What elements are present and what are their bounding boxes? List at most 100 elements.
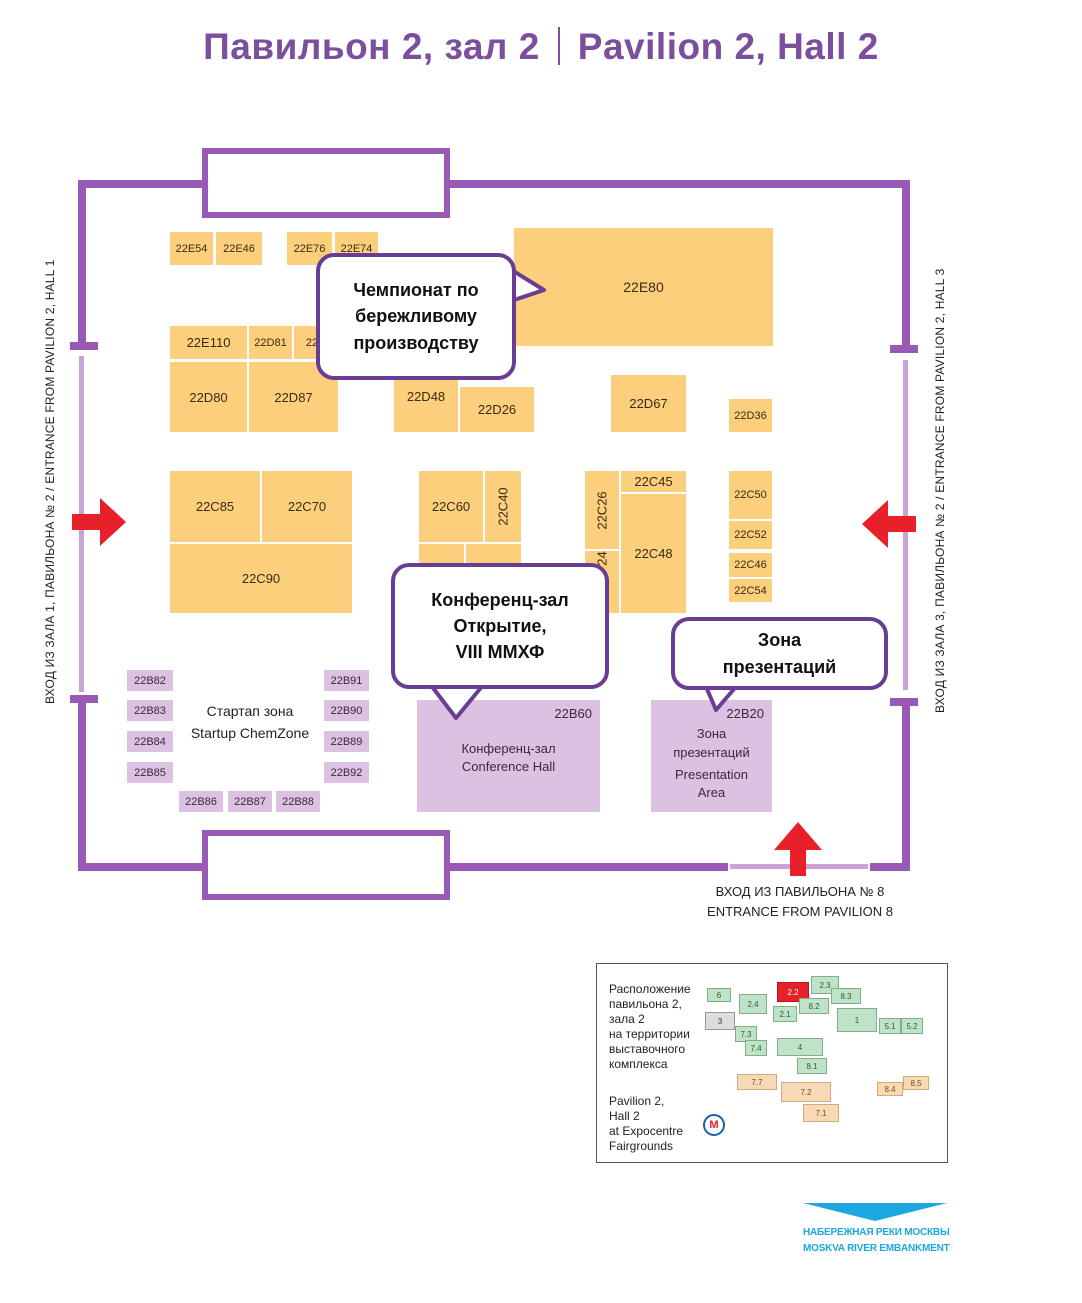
entrance-arrow-bottom-icon <box>774 822 822 876</box>
inset-text-ru: Расположение павильона 2, зала 2 на терр… <box>609 982 691 1071</box>
stand-22E46[interactable]: 22E46 <box>215 231 263 266</box>
inset-building-2-1: 2.1 <box>773 1006 797 1022</box>
wall-top-right <box>446 180 910 188</box>
conference-hall-ru: Конференц-зал <box>461 741 556 756</box>
stand-22E110[interactable]: 22E110 <box>169 325 248 360</box>
stand-22E80[interactable]: 22E80 <box>513 227 774 347</box>
presentation-area-ru: Зона презентаций <box>673 726 750 760</box>
wall-bottom-right <box>870 863 910 871</box>
title-en: Pavilion 2, Hall 2 <box>577 26 879 67</box>
inset-building-1: 1 <box>837 1008 877 1032</box>
stand-22C48[interactable]: 22C48 <box>620 493 687 614</box>
callout-conference-text: Конференц-зал Открытие, VIII ММХФ <box>431 589 569 663</box>
title-separator <box>557 27 560 65</box>
conference-hall-22B60[interactable]: 22B60 Конференц-зал Conference Hall <box>417 700 600 812</box>
stand-22B86[interactable]: 22B86 <box>178 790 224 813</box>
page-title: Павильон 2, зал 2 Pavilion 2, Hall 2 <box>0 26 1082 68</box>
wall-right-cap-upper <box>890 345 918 353</box>
stand-22B84[interactable]: 22B84 <box>126 730 174 753</box>
conference-hall-code: 22B60 <box>554 706 592 721</box>
entrance-arrow-right-icon <box>862 500 916 548</box>
stand-22B87[interactable]: 22B87 <box>227 790 273 813</box>
wall-left-lower <box>78 695 86 871</box>
inset-building-7-1: 7.1 <box>803 1104 839 1122</box>
wall-top-bay <box>202 148 450 218</box>
stand-22B88[interactable]: 22B88 <box>275 790 321 813</box>
inset-building-8-1: 8.1 <box>797 1058 827 1074</box>
stand-22C70[interactable]: 22C70 <box>261 470 353 543</box>
stand-22B90[interactable]: 22B90 <box>323 699 370 722</box>
wall-bottom-bay <box>202 830 450 900</box>
entrance-left-label: ВХОД ИЗ ЗАЛА 1, ПАВИЛЬОНА № 2 / ENTRANCE… <box>43 259 57 704</box>
inset-building-5-2: 5.2 <box>901 1018 923 1034</box>
embankment-river-icon <box>803 1203 947 1221</box>
stand-22D26[interactable]: 22D26 <box>459 386 535 433</box>
stand-22B85[interactable]: 22B85 <box>126 761 174 784</box>
inset-building-8-4: 8.4 <box>877 1082 903 1096</box>
wall-top-left <box>78 180 204 188</box>
wall-left-upper <box>78 180 86 348</box>
inset-building-8-2: 8.2 <box>799 998 829 1014</box>
startup-zone-en: Startup ChemZone <box>190 725 310 741</box>
wall-bottom-mid <box>446 863 728 871</box>
stand-22D36[interactable]: 22D36 <box>728 398 773 433</box>
inset-building-2-2-highlight: 2.2 <box>777 982 809 1002</box>
inset-building-8-3: 8.3 <box>831 988 861 1004</box>
entrance-bottom-en: ENTRANCE FROM PAVILION 8 <box>707 904 893 919</box>
presentation-area-en: Presentation Area <box>675 767 748 800</box>
stand-22C50[interactable]: 22C50 <box>728 470 773 520</box>
wall-right-lower <box>902 698 910 871</box>
inset-metro-icon: М <box>703 1114 725 1136</box>
callout-presentation: Зона презентаций <box>671 617 888 690</box>
startup-zone-label: Стартап зона Startup ChemZone <box>176 700 324 744</box>
entrance-bottom-ru: ВХОД ИЗ ПАВИЛЬОНА № 8 <box>715 884 885 899</box>
entrance-arrow-left-icon <box>72 498 126 546</box>
conference-hall-en: Conference Hall <box>461 759 556 774</box>
stand-22C52[interactable]: 22C52 <box>728 520 773 550</box>
callout-championship: Чемпионат по бережливому производству <box>316 253 516 380</box>
callout-presentation-text: Зона презентаций <box>722 630 837 677</box>
embankment-label: НАБЕРЕЖНАЯ РЕКИ МОСКВЫ MOSKVA RIVER EMBA… <box>803 1227 950 1254</box>
stand-22D87[interactable]: 22D87 <box>248 361 339 433</box>
stand-22D80[interactable]: 22D80 <box>169 361 248 433</box>
stand-22D67[interactable]: 22D67 <box>610 374 687 433</box>
wall-bottom-left <box>78 863 204 871</box>
inset-building-6: 6 <box>707 988 731 1002</box>
inset-building-3: 3 <box>705 1012 735 1030</box>
stand-22C26-label: 22C26 <box>594 490 610 530</box>
stand-22C45[interactable]: 22C45 <box>620 470 687 493</box>
inset-building-2-4: 2.4 <box>739 994 767 1014</box>
startup-zone-ru: Стартап зона <box>206 703 294 719</box>
inset-building-4: 4 <box>777 1038 823 1056</box>
wall-right-upper <box>902 180 910 350</box>
stand-22E54[interactable]: 22E54 <box>169 231 214 266</box>
inset-building-7-2: 7.2 <box>781 1082 831 1102</box>
stand-22B82[interactable]: 22B82 <box>126 669 174 692</box>
title-ru: Павильон 2, зал 2 <box>203 26 540 67</box>
stand-22C90[interactable]: 22C90 <box>169 543 353 614</box>
stand-22B89[interactable]: 22B89 <box>323 730 370 753</box>
wall-left-cap-upper <box>70 342 98 350</box>
stand-22C40[interactable]: 22C40 <box>484 470 522 543</box>
presentation-area-code: 22B20 <box>726 706 764 721</box>
stand-22C26[interactable]: 22C26 <box>584 470 620 550</box>
entrance-bottom-label: ВХОД ИЗ ПАВИЛЬОНА № 8 ENTRANCE FROM PAVI… <box>700 882 900 922</box>
stand-22B83[interactable]: 22B83 <box>126 699 174 722</box>
callout-conference: Конференц-зал Открытие, VIII ММХФ <box>391 563 609 689</box>
location-inset: Расположение павильона 2, зала 2 на терр… <box>596 963 948 1163</box>
inset-building-7-4: 7.4 <box>745 1040 767 1056</box>
callout-championship-text: Чемпионат по бережливому производству <box>353 280 479 353</box>
inset-building-7-7: 7.7 <box>737 1074 777 1090</box>
presentation-area-22B20[interactable]: 22B20 Зона презентаций Presentation Area <box>651 700 772 812</box>
stand-22C60[interactable]: 22C60 <box>418 470 484 543</box>
stand-22C85[interactable]: 22C85 <box>169 470 261 543</box>
stand-22C46[interactable]: 22C46 <box>728 552 773 578</box>
inset-building-8-5: 8.5 <box>903 1076 929 1090</box>
stand-22B92[interactable]: 22B92 <box>323 761 370 784</box>
entrance-right-label: ВХОД ИЗ ЗАЛА 3, ПАВИЛЬОНА № 2 / ENTRANCE… <box>933 268 947 713</box>
stand-22D81[interactable]: 22D81 <box>248 325 293 360</box>
stand-22C40-label: 22C40 <box>495 487 511 526</box>
stand-22B91[interactable]: 22B91 <box>323 669 370 692</box>
inset-text-en: Pavilion 2, Hall 2 at Expocentre Fairgro… <box>609 1094 684 1153</box>
stand-22C54[interactable]: 22C54 <box>728 578 773 603</box>
